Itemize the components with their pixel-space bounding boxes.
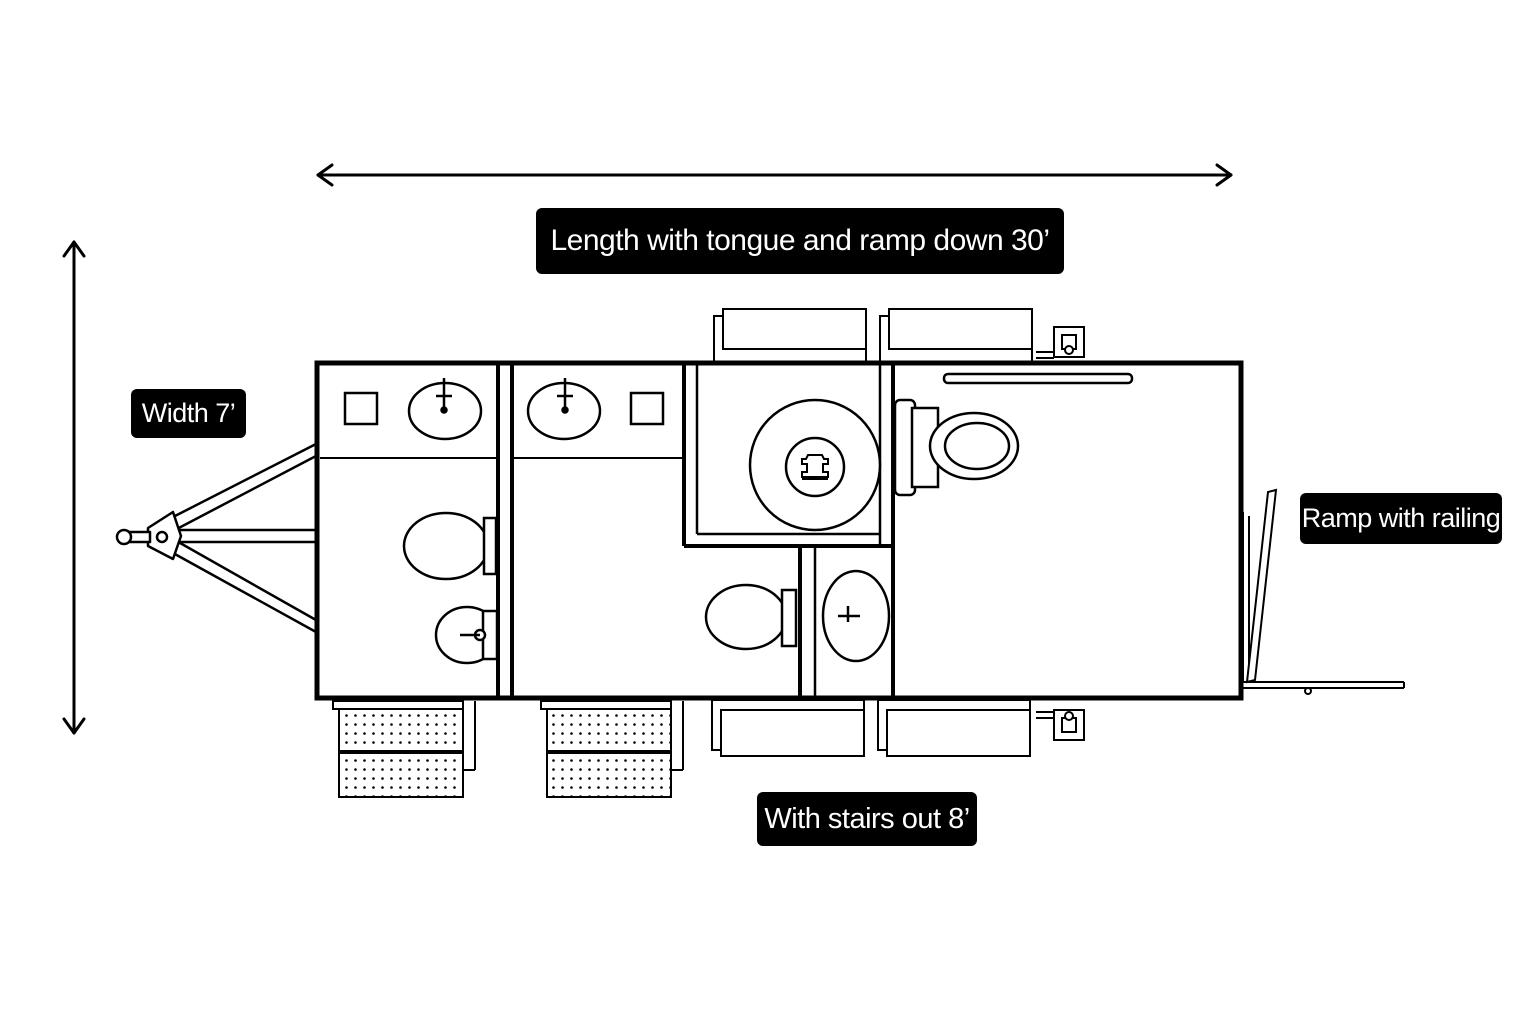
width-label: Width 7’: [131, 389, 246, 438]
room1-fixtures: [343, 378, 500, 665]
width-arrow: [62, 240, 86, 735]
room2-fixtures: [526, 378, 798, 651]
stairs-bottom: [332, 700, 684, 798]
stairs-top: [713, 308, 1033, 365]
trailer-tongue: [115, 442, 318, 634]
accessible-room-fixtures: [821, 372, 1134, 663]
door-hinge-bottom: [1036, 709, 1085, 741]
ramp-label: Ramp with railing: [1300, 493, 1502, 544]
stairs-label: With stairs out 8’: [757, 792, 977, 846]
door-hinge-top: [1036, 326, 1085, 359]
platforms-bottom: [711, 699, 1031, 757]
length-arrow: [316, 163, 1233, 187]
shower-fixture: [748, 398, 882, 532]
length-label: Length with tongue and ramp down 30’: [536, 208, 1064, 274]
